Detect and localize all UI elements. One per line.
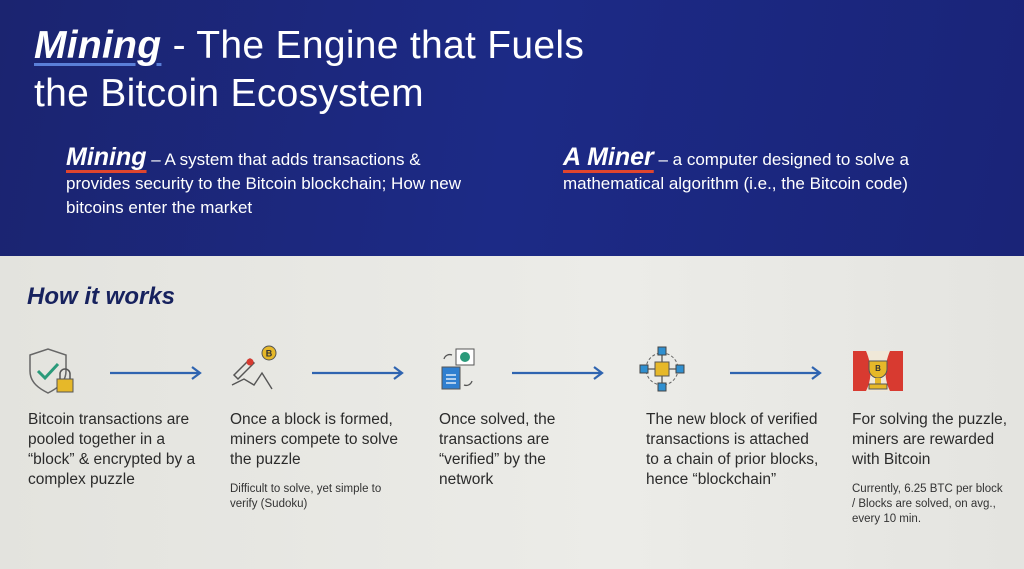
title-emphasis: Mining — [34, 24, 162, 67]
title-line2: the Bitcoin Ecosystem — [34, 72, 424, 115]
pickaxe-bitcoin-icon: B — [231, 345, 277, 390]
definition-term: Mining — [66, 143, 147, 171]
step-note: Currently, 6.25 BTC per block / Blocks a… — [852, 483, 1003, 525]
step-3: Once solved, the transactions are “verif… — [439, 410, 589, 490]
definition-term: A Miner — [563, 143, 654, 171]
arrow-right-icon — [312, 366, 404, 380]
step-5: For solving the puzzle, miners are rewar… — [852, 410, 1022, 527]
arrow-right-icon — [110, 366, 202, 380]
arrow-right-icon — [512, 366, 604, 380]
title-rest: - The Engine that Fuels — [161, 24, 585, 67]
step-note: Difficult to solve, yet simple to verify… — [230, 483, 382, 510]
step-text: Once solved, the transactions are “verif… — [439, 411, 556, 488]
svg-text:B: B — [875, 364, 881, 373]
step-text: Once a block is formed, miners compete t… — [230, 411, 398, 468]
header-band: Mining - The Engine that Fuels the Bitco… — [0, 0, 1024, 256]
definition-mining: Mining – A system that adds transactions… — [66, 145, 486, 220]
step-text: Bitcoin transactions are pooled together… — [28, 411, 196, 488]
definition-text: – A system that adds transactions & prov… — [66, 150, 461, 217]
step-text: The new block of verified transactions i… — [646, 411, 819, 488]
definition-miner: A Miner – a computer designed to solve a… — [563, 145, 923, 196]
trophy-bitcoin-icon: B — [853, 351, 903, 391]
svg-text:B: B — [266, 349, 273, 359]
content-area — [0, 256, 1024, 569]
step-4: The new block of verified transactions i… — [646, 410, 821, 490]
section-heading: How it works — [27, 283, 176, 310]
definition-text: – a computer designed to solve a mathema… — [563, 150, 909, 193]
step-1: Bitcoin transactions are pooled together… — [28, 410, 198, 490]
step-2: Once a block is formed, miners compete t… — [230, 410, 400, 512]
slide-title: Mining - The Engine that Fuels the Bitco… — [34, 22, 584, 118]
block-network-icon — [639, 346, 685, 392]
step-text: For solving the puzzle, miners are rewar… — [852, 411, 1008, 468]
arrow-right-icon — [730, 366, 822, 380]
shield-lock-icon — [29, 348, 74, 394]
verified-document-icon — [441, 348, 475, 390]
